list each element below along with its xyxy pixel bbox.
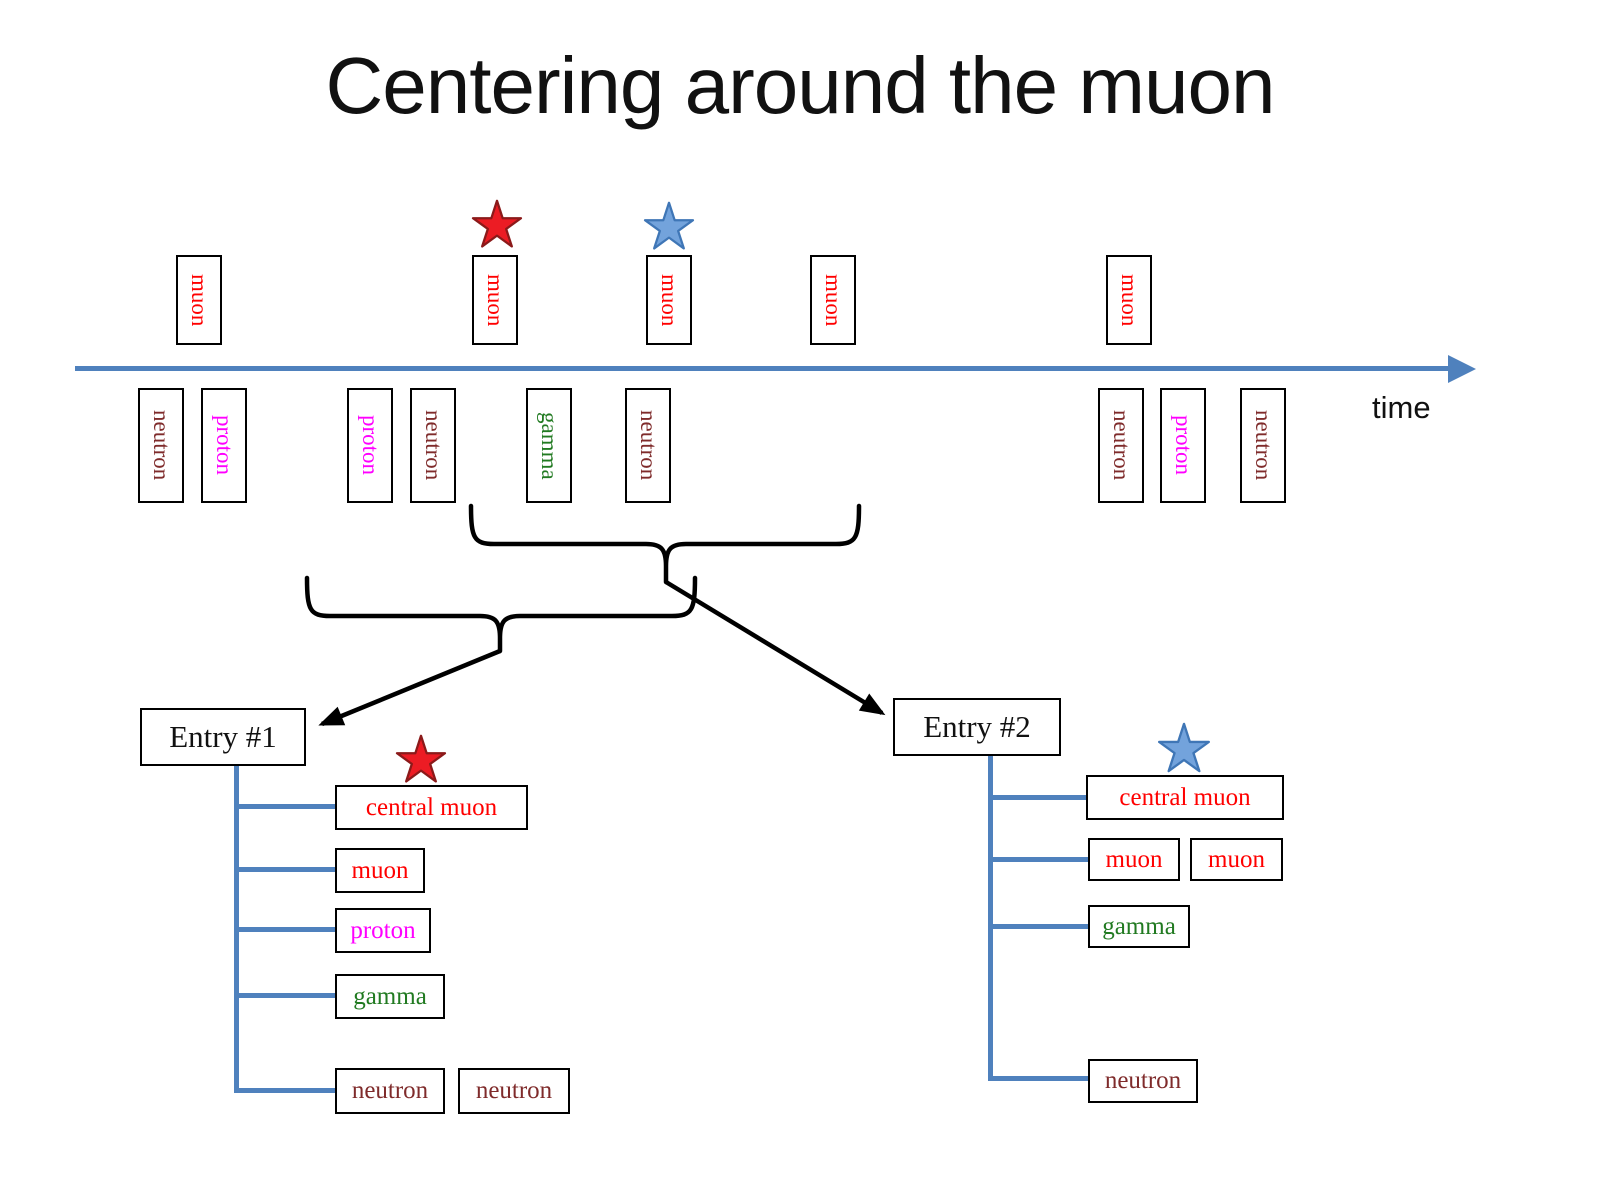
brace-lower [304,575,698,654]
entry-1-tree-branch [234,1088,335,1093]
time-axis-label: time [1372,390,1431,425]
blue-star-icon [1158,722,1210,773]
entry-2-tree-branch [988,857,1088,862]
arrow-to-entry-1 [318,648,501,727]
timeline-axis [75,366,1453,371]
gamma-box: gamma [1088,905,1190,948]
entry-2-tree-trunk [988,756,993,1081]
proton-box: proton [347,388,393,503]
proton-box: proton [335,908,431,953]
proton-box: proton [201,388,247,503]
entry-1-tree-branch [234,927,335,932]
entry-2-tree-branch [988,795,1088,800]
muon-box: muon [1106,255,1152,345]
central-muon-box: central muon [1086,775,1284,820]
entry-2-tree-branch [988,924,1088,929]
muon-box: muon [335,848,425,893]
neutron-box: neutron [458,1068,570,1114]
arrow-to-entry-2 [664,580,886,716]
neutron-box: neutron [138,388,184,503]
timeline-arrowhead-icon [1448,355,1476,383]
muon-box: muon [810,255,856,345]
blue-star-icon [643,201,695,250]
neutron-box: neutron [410,388,456,503]
gamma-box: gamma [335,974,445,1019]
muon-box: muon [1190,838,1283,881]
red-star-icon [471,199,523,248]
entry-1-tree-branch [234,993,335,998]
neutron-box: neutron [1088,1059,1198,1103]
entry-2-tree-branch [988,1076,1088,1081]
neutron-box: neutron [335,1068,445,1114]
page-title: Centering around the muon [325,41,1276,130]
entry-1-tree-branch [234,867,335,872]
proton-box: proton [1160,388,1206,503]
gamma-box: gamma [526,388,572,503]
central-muon-box: central muon [335,785,528,830]
muon-box: muon [472,255,518,345]
entry-2-box: Entry #2 [893,698,1061,756]
muon-box: muon [1088,838,1180,881]
entry-1-tree-branch [234,804,335,809]
neutron-box: neutron [1098,388,1144,503]
muon-box: muon [646,255,692,345]
brace-upper [468,503,862,585]
entry-1-box: Entry #1 [140,708,306,766]
neutron-box: neutron [1240,388,1286,503]
red-star-icon [395,734,447,783]
muon-box: muon [176,255,222,345]
neutron-box: neutron [625,388,671,503]
